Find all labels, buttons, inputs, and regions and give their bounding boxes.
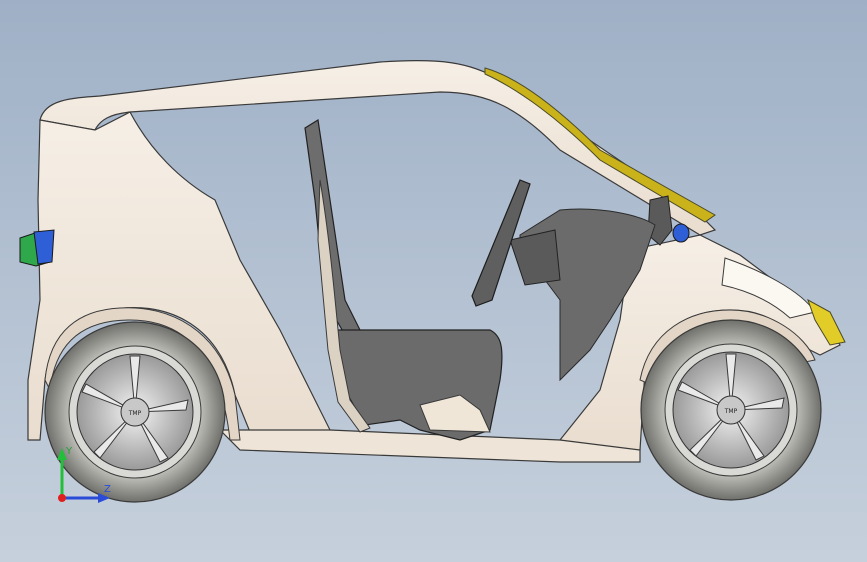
roof-frame [39, 59, 717, 236]
rear-wheel: TMP [44, 321, 226, 503]
y-axis-label: Y [65, 446, 73, 457]
z-axis-label: Z [104, 484, 111, 495]
z-axis-arrow [98, 493, 110, 503]
rear-wheel-arch [44, 307, 241, 441]
front-wheel: TMP [640, 319, 822, 501]
x-axis-origin [58, 494, 66, 502]
mirror-light [672, 223, 690, 243]
y-axis-arrow [57, 448, 67, 460]
front-yellow-trim [807, 298, 846, 346]
axis-triad: Y Z [57, 446, 111, 503]
side-mirror [647, 195, 673, 246]
door-sill [218, 429, 641, 463]
rear-hub-logo: TMP [128, 410, 142, 417]
steering-column [509, 229, 561, 286]
seat-frame [317, 179, 371, 433]
seat-floor-block [419, 394, 491, 433]
windshield-stripe [484, 67, 716, 223]
tail-light-blue [33, 229, 55, 265]
steering-wheel [471, 179, 531, 307]
front-hub-logo: TMP [724, 408, 738, 415]
